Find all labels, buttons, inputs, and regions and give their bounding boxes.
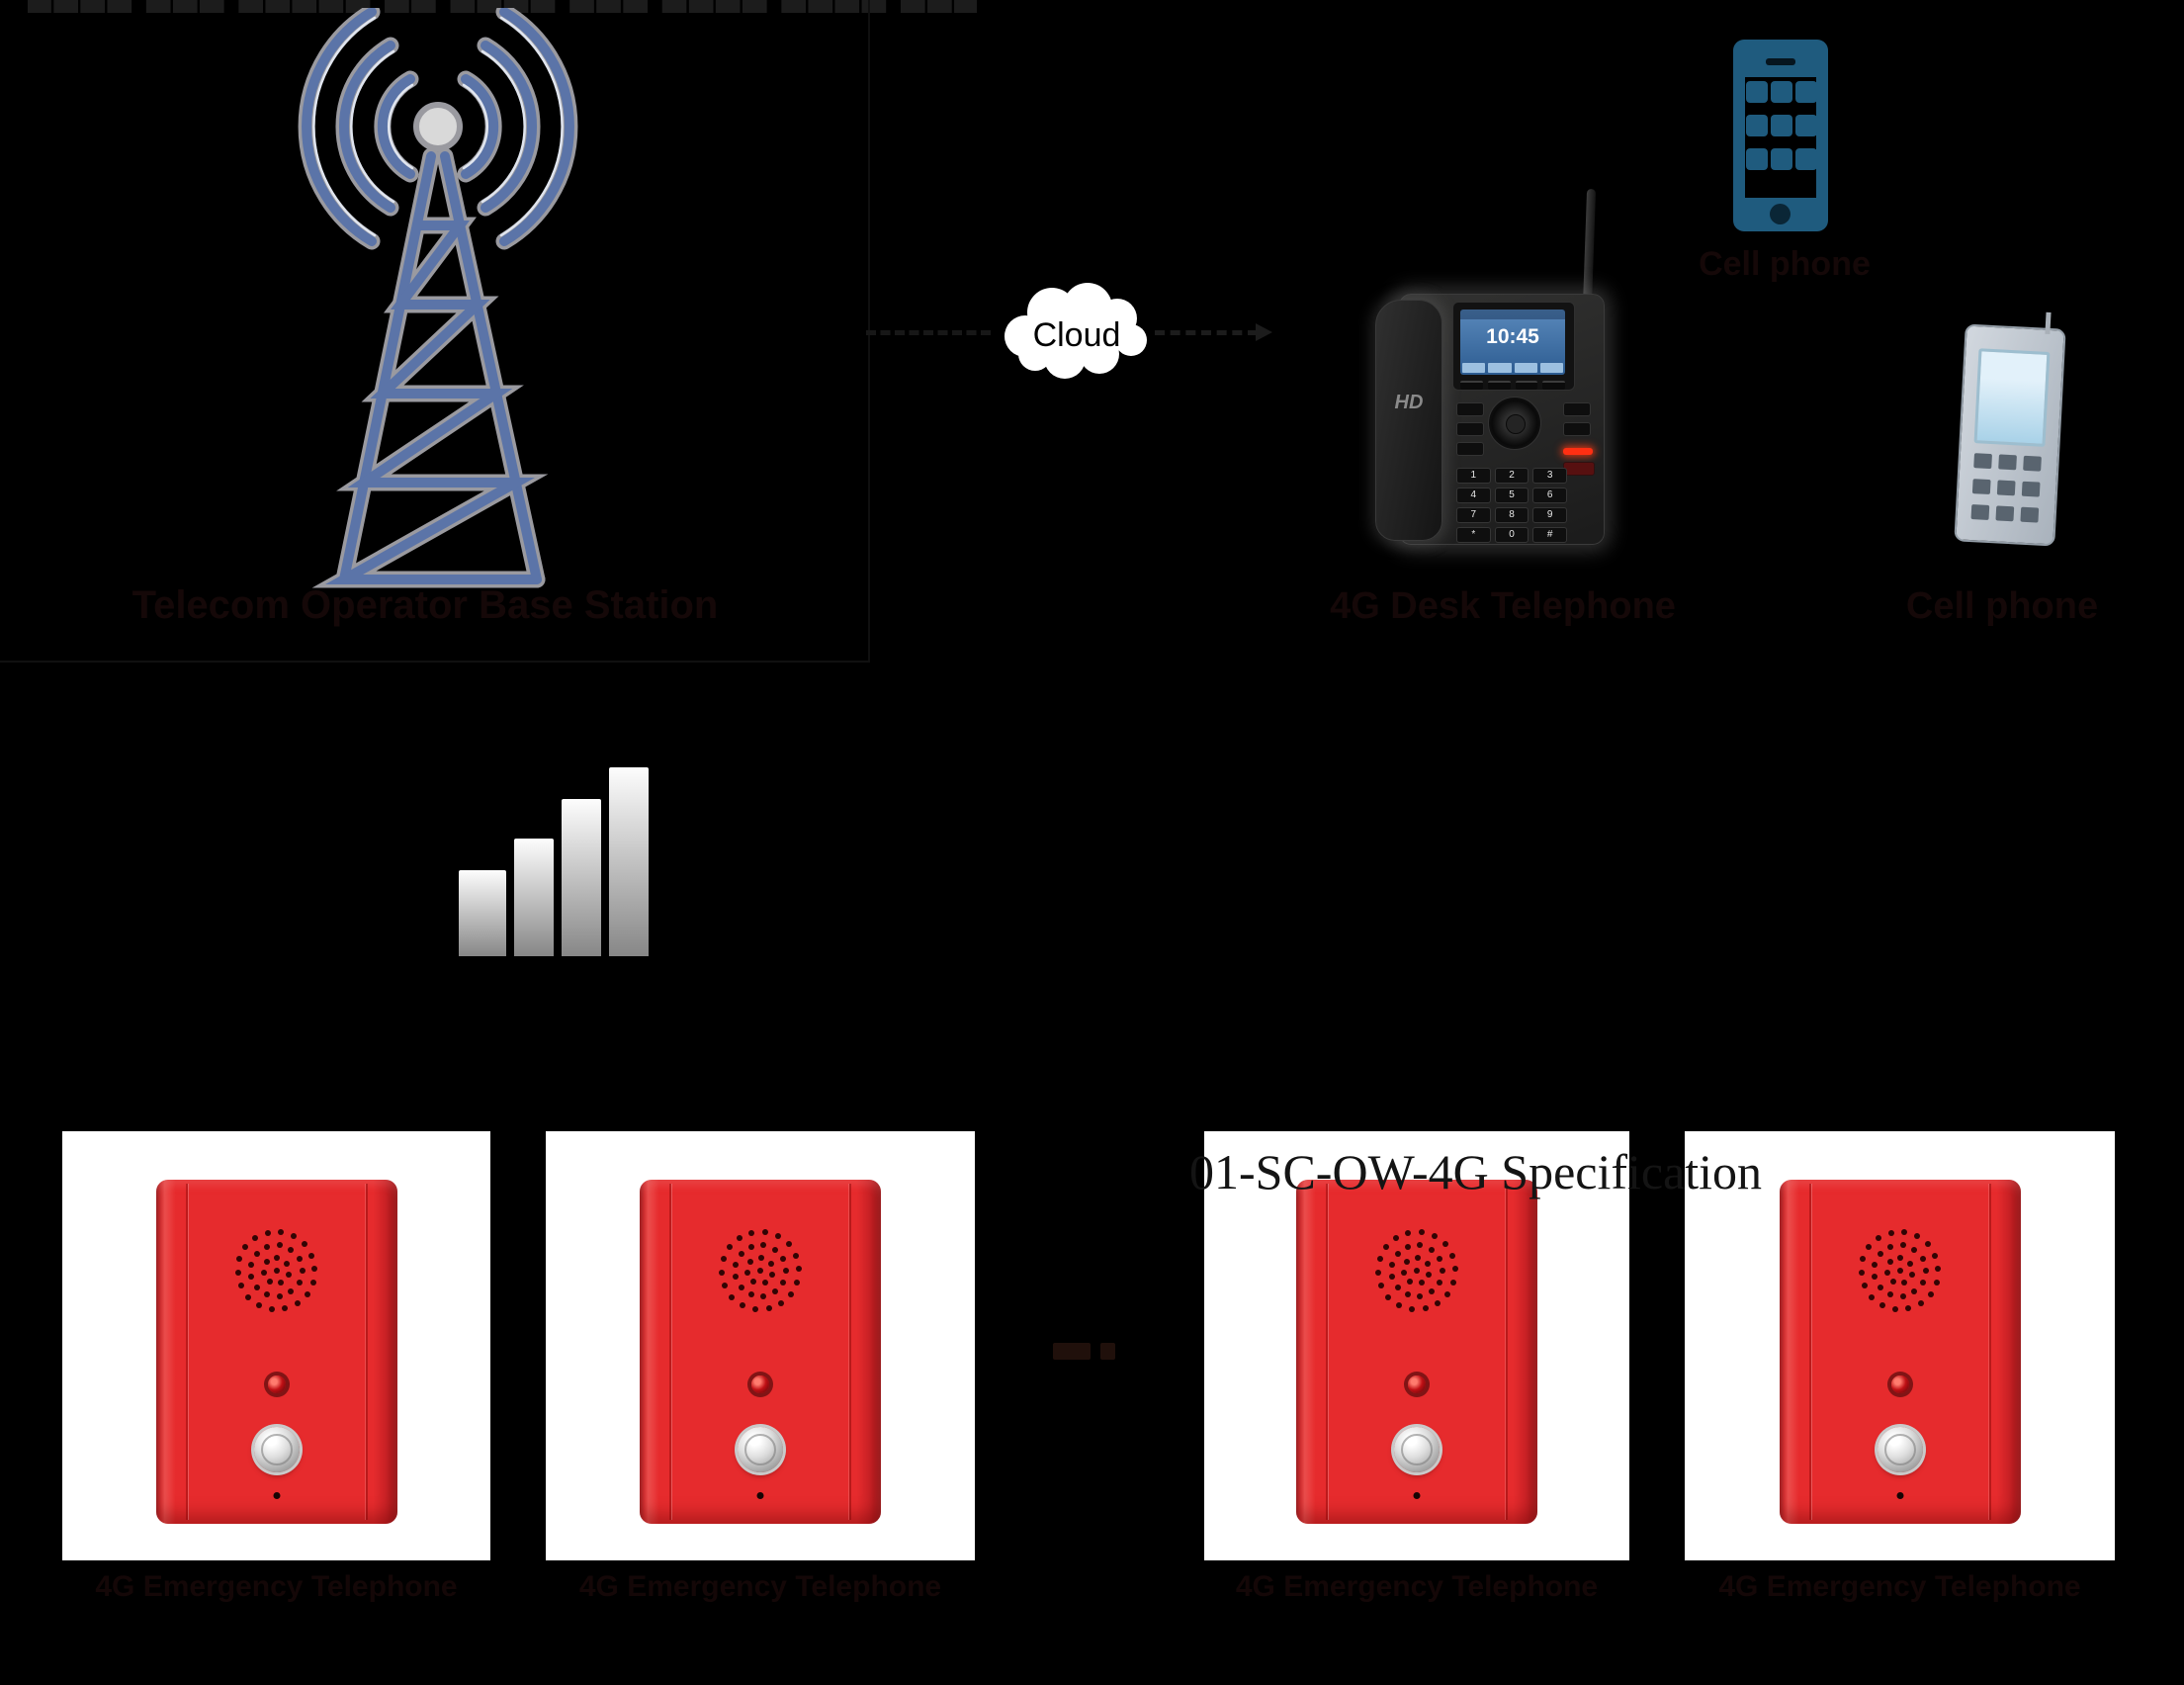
base-station-label: Telecom Operator Base Station — [131, 583, 719, 627]
cell-phone-antenna — [2045, 311, 2052, 334]
phone-key: * — [1456, 527, 1491, 543]
status-led — [1890, 1375, 1909, 1393]
callbox-label: 4G Emergency Telephone — [95, 1570, 458, 1603]
phone-key: # — [1532, 527, 1567, 543]
phone-function-keys — [1563, 402, 1591, 436]
phone-key: 3 — [1532, 468, 1567, 484]
emergency-callbox — [1779, 1180, 2021, 1524]
callbox-label: 4G Emergency Telephone — [578, 1570, 942, 1603]
call-button — [1877, 1427, 1923, 1472]
callbox-tile — [546, 1131, 975, 1560]
phone-key: 1 — [1456, 468, 1491, 484]
desk-phone-label: 4G Desk Telephone — [1330, 585, 1676, 627]
status-led — [1408, 1375, 1426, 1393]
app-phone-label: Cell phone — [1699, 245, 1871, 283]
callbox-tile — [62, 1131, 490, 1560]
signal-bar — [514, 839, 554, 956]
smartphone-home-button — [1770, 204, 1791, 224]
phone-key: 6 — [1532, 488, 1567, 503]
mic-hole — [1413, 1492, 1421, 1499]
callbox-label: 4G Emergency Telephone — [1718, 1570, 2081, 1603]
smartphone-screen — [1745, 77, 1817, 198]
speaker-grille — [1369, 1223, 1464, 1318]
smartphone-speaker-slit — [1766, 58, 1795, 65]
signal-bar — [609, 767, 649, 956]
cloud-shape: Cloud — [981, 275, 1169, 390]
continuation-dash — [1100, 1343, 1115, 1360]
signal-bar — [459, 870, 506, 956]
phone-key: 2 — [1494, 468, 1529, 484]
continuation-dash — [1053, 1343, 1091, 1360]
link-line-cloud-phone — [1155, 330, 1258, 335]
smartphone-app-icon — [1733, 40, 1828, 231]
callbox-label: 4G Emergency Telephone — [1235, 1570, 1599, 1603]
speaker-grille — [1853, 1223, 1948, 1318]
phone-line-keys — [1456, 402, 1484, 456]
arrowhead-icon — [1256, 323, 1272, 341]
mic-hole — [273, 1492, 280, 1499]
cloud-label: Cloud — [1033, 316, 1121, 354]
phone-key: 5 — [1494, 488, 1529, 503]
phone-led — [1563, 448, 1593, 455]
phone-red-key — [1563, 462, 1595, 476]
cell-phone-screen — [1973, 348, 2051, 447]
call-button — [738, 1427, 783, 1472]
phone-key: 7 — [1456, 507, 1491, 523]
cell-phone-label: Cell phone — [1905, 585, 2099, 627]
tower-beacon — [413, 102, 463, 151]
status-led — [267, 1375, 286, 1393]
spec-title: 01-SC-OW-4G Specification — [1189, 1144, 1763, 1199]
cell-phone-icon — [1954, 311, 2066, 547]
signal-bar — [562, 799, 601, 956]
mic-hole — [1896, 1492, 1903, 1499]
clipped-header-text: ▆▆▆▆ ▆▆▆ ▆▆▆▆▆ ▆▆ ▆▆▆▆ ▆▆▆ ▆▆▆▆ ▆▆▆▆ ▆▆▆… — [28, 0, 977, 13]
speaker-grille — [713, 1223, 808, 1318]
phone-clock: 10:45 — [1486, 325, 1539, 348]
phone-softkeys — [1460, 381, 1565, 390]
link-line-tower-cloud — [866, 330, 991, 335]
phone-key: 9 — [1532, 507, 1567, 523]
signal-strength-bars — [459, 767, 656, 956]
speaker-grille — [229, 1223, 324, 1318]
callbox-tile — [1204, 1131, 1629, 1560]
call-button — [253, 1427, 300, 1472]
emergency-callbox — [640, 1180, 881, 1524]
status-led — [751, 1375, 769, 1393]
hd-mark: HD — [1394, 392, 1424, 413]
phone-key: 0 — [1494, 527, 1529, 543]
cell-tower-icon — [285, 3, 603, 593]
phone-dpad — [1488, 397, 1541, 450]
phone-key: 8 — [1494, 507, 1529, 523]
phone-screen: 10:45 — [1460, 310, 1565, 375]
emergency-callbox — [1296, 1180, 1537, 1524]
phone-key: 4 — [1456, 488, 1491, 503]
callbox-tile — [1685, 1131, 2115, 1560]
emergency-callbox — [155, 1180, 397, 1524]
mic-hole — [756, 1492, 764, 1499]
call-button — [1394, 1427, 1440, 1472]
phone-handset: HD — [1375, 300, 1442, 541]
